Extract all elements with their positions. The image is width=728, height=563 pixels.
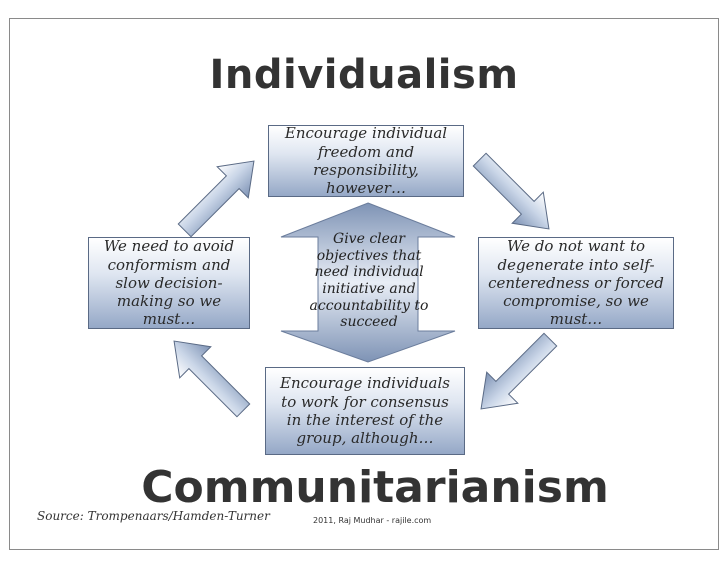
copyright-note: 2011, Raj Mudhar - rajile.com	[313, 516, 432, 525]
box-bottom-text: Encourage individuals to work for consen…	[280, 374, 450, 448]
arrow-up-left-icon	[173, 340, 251, 418]
box-left: We need to avoid conformism and slow dec…	[88, 237, 250, 329]
box-bottom: Encourage individuals to work for consen…	[265, 367, 465, 455]
arrow-down-left-icon	[480, 332, 558, 410]
box-right-text: We do not want to degenerate into self-c…	[488, 237, 664, 329]
box-right: We do not want to degenerate into self-c…	[478, 237, 674, 329]
title-communitarianism: Communitarianism	[141, 462, 609, 513]
arrow-down-right-icon	[472, 152, 550, 230]
double-arrow-vertical-icon	[280, 202, 456, 363]
title-individualism: Individualism	[209, 52, 519, 98]
source-credit: Source: Trompenaars/Hamden-Turner	[37, 509, 270, 523]
box-top: Encourage individual freedom and respons…	[268, 124, 464, 198]
center-text: Give clear objectives that need individu…	[309, 231, 429, 331]
arrow-up-right-icon	[177, 160, 255, 238]
box-top-text: Encourage individual freedom and respons…	[284, 124, 448, 198]
center-arrow-text: Give clear objectives that need individu…	[305, 212, 433, 350]
box-left-text: We need to avoid conformism and slow dec…	[103, 237, 235, 329]
